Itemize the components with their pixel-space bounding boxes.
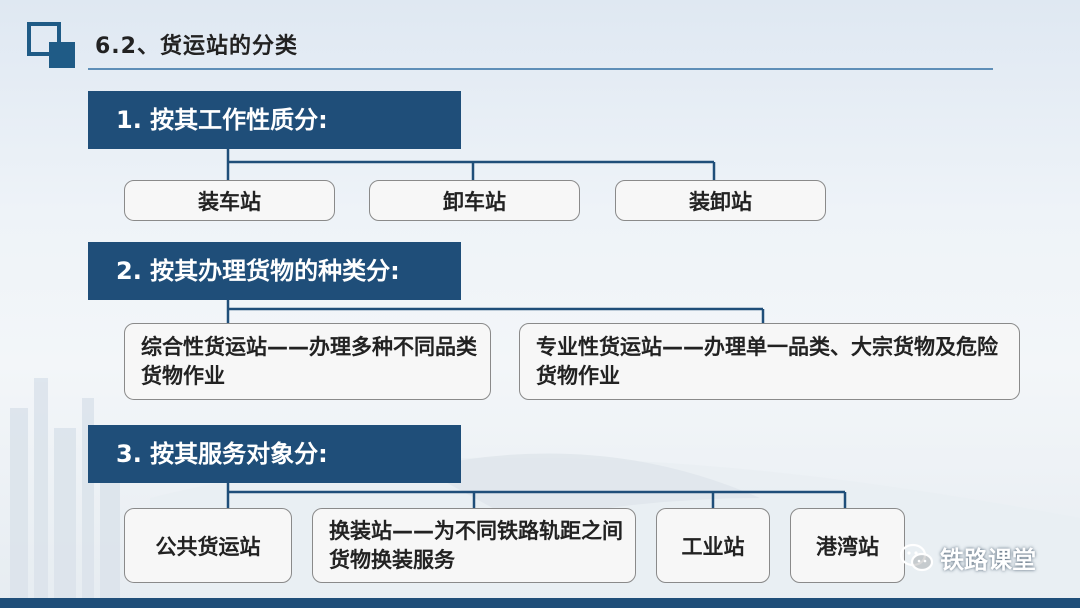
box-unloading-station: 卸车站: [369, 180, 580, 221]
corner-logo: [27, 22, 77, 68]
watermark-text: 铁路课堂: [940, 546, 1036, 574]
section-header-work-nature: 1. 按其工作性质分:: [88, 91, 461, 149]
box-loading-station: 装车站: [124, 180, 335, 221]
title-divider: [88, 68, 993, 70]
page-title: 6.2、货运站的分类: [95, 34, 298, 59]
section-header-cargo-type: 2. 按其办理货物的种类分:: [88, 242, 461, 300]
box-public-freight-station: 公共货运站: [124, 508, 292, 583]
watermark: 铁路课堂: [900, 540, 1036, 575]
box-industrial-station: 工业站: [656, 508, 770, 583]
box-transshipment-station: 换装站——为不同铁路轨距之间货物换装服务: [312, 508, 636, 583]
box-port-station: 港湾站: [790, 508, 905, 583]
bottom-bar: [0, 598, 1080, 608]
box-specialized-freight-station: 专业性货运站——办理单一品类、大宗货物及危险货物作业: [519, 323, 1020, 400]
box-general-freight-station: 综合性货运站——办理多种不同品类货物作业: [124, 323, 491, 400]
section-header-service-target: 3. 按其服务对象分:: [88, 425, 461, 483]
box-loading-unloading-station: 装卸站: [615, 180, 826, 221]
wechat-icon: [900, 543, 934, 571]
